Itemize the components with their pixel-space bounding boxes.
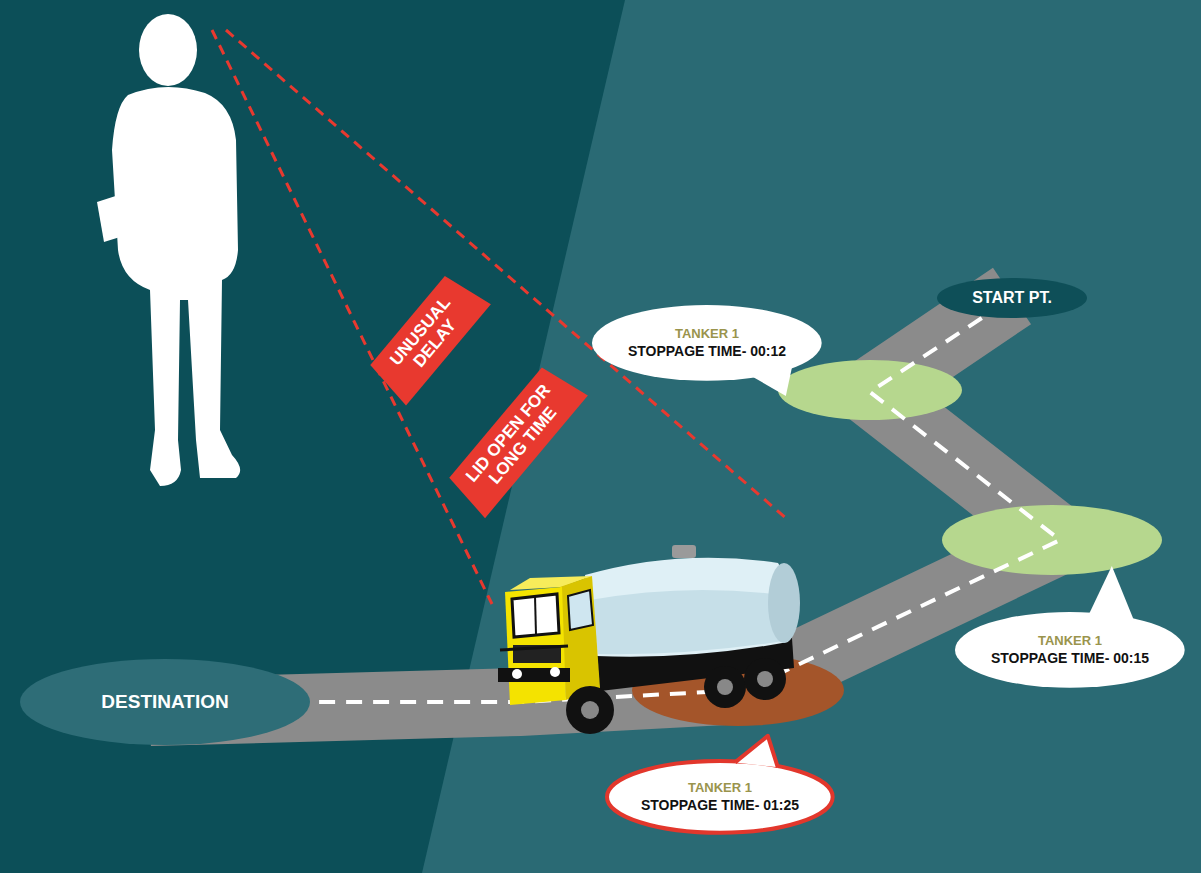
windshield-divider xyxy=(535,596,536,635)
node-content: DESTINATION xyxy=(101,691,228,713)
tank-body xyxy=(585,558,793,657)
node-text: STOPPAGE TIME- 00:15 xyxy=(991,649,1149,668)
ellipse-fill xyxy=(20,659,310,745)
wheel-hub xyxy=(717,679,733,695)
headlight xyxy=(550,667,560,677)
wheel xyxy=(744,658,786,700)
stoppage-callout-alert: TANKER 1STOPPAGE TIME- 01:25 xyxy=(605,759,835,835)
banner-fill xyxy=(365,270,491,405)
destination-point: DESTINATION xyxy=(20,659,310,745)
bubble-outline xyxy=(955,612,1185,688)
bubble-tail xyxy=(1089,566,1134,620)
wheel-hub xyxy=(757,671,773,687)
node-text: DESTINATION xyxy=(101,691,228,713)
node-text: START PT. xyxy=(972,289,1052,307)
node-text: STOPPAGE TIME- 01:25 xyxy=(641,796,799,815)
person-head xyxy=(139,14,197,86)
node-text: STOPPAGE TIME- 00:12 xyxy=(628,342,786,361)
stoppage-callout: TANKER 1STOPPAGE TIME- 00:15 xyxy=(955,612,1185,688)
bubble-tail xyxy=(735,736,778,767)
tank-end xyxy=(768,563,800,643)
person-silhouette xyxy=(112,87,240,486)
bubble-fill xyxy=(955,612,1185,688)
bubble-outline xyxy=(592,305,822,381)
ellipse-fill xyxy=(937,278,1087,318)
bubble-tail-outline xyxy=(735,736,778,767)
bubble-outline xyxy=(605,759,835,835)
dark-ground xyxy=(0,0,625,873)
start-point: START PT. xyxy=(937,278,1087,318)
node-content: START PT. xyxy=(972,289,1052,307)
bumper xyxy=(498,668,570,682)
node-text: TANKER 1 xyxy=(688,779,752,797)
road xyxy=(150,296,1060,712)
windshield xyxy=(512,594,559,637)
wheel xyxy=(566,686,614,734)
headlight xyxy=(512,669,522,679)
view-line xyxy=(212,30,492,604)
node-text: TANKER 1 xyxy=(1038,632,1102,650)
stop-zone xyxy=(942,505,1162,575)
side-window xyxy=(568,590,593,630)
tank-shade xyxy=(590,590,790,654)
tank-lid xyxy=(672,545,696,558)
node-text: TANKER 1 xyxy=(675,325,739,343)
wheel xyxy=(704,666,746,708)
wheel-hub xyxy=(581,701,599,719)
stoppage-callout: TANKER 1STOPPAGE TIME- 00:12 xyxy=(592,305,822,381)
bubble-tail xyxy=(752,367,792,396)
view-line xyxy=(226,30,788,520)
stop-zone xyxy=(778,360,962,420)
clipboard xyxy=(97,192,136,242)
node-content: TANKER 1STOPPAGE TIME- 00:12 xyxy=(628,325,786,361)
node-content: TANKER 1STOPPAGE TIME- 00:15 xyxy=(991,632,1149,668)
node-content: TANKER 1STOPPAGE TIME- 01:25 xyxy=(641,779,799,815)
bubble-fill xyxy=(607,761,833,833)
bull-bar xyxy=(500,646,568,650)
banner-fill xyxy=(444,362,588,519)
